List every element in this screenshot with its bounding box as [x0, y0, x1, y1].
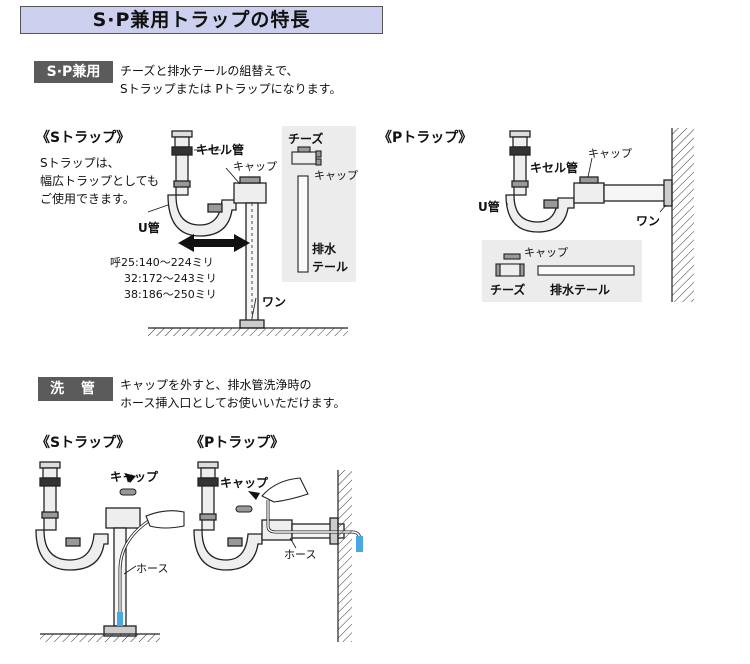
- p-trap-cap-label: キャップ: [588, 147, 632, 160]
- s-trap-parts-drawing: [291, 146, 322, 273]
- wash-p-cap-part: [235, 505, 253, 513]
- wash-p-hose-label: ホース: [284, 548, 317, 561]
- wash-s-hand: [145, 510, 185, 529]
- s-trap-dimension-arrow: [178, 234, 250, 252]
- p-trap-parts-cap-label: キャップ: [524, 246, 568, 259]
- s-trap-cap-label: キャップ: [233, 160, 277, 173]
- wash-p-wall: [338, 470, 352, 642]
- wash-s-water: [117, 612, 123, 626]
- s-trap-dim-line3: 38:186〜250ミリ: [124, 288, 217, 301]
- wash-s-floor-hatch: [40, 634, 160, 642]
- s-trap-heading: 《Sトラップ》: [36, 130, 131, 146]
- page-title: S·P兼用トラップの特長: [20, 6, 383, 34]
- wash-section-tag: 洗 管: [38, 377, 113, 401]
- p-trap-parts-cheese-label: チーズ: [490, 283, 526, 297]
- wash-s-heading: 《Sトラップ》: [36, 435, 131, 451]
- s-trap-parts-cap-label: キャップ: [314, 169, 358, 182]
- cap-removal-arrows: [124, 473, 260, 500]
- s-trap-note-line2: 幅広トラップとしても: [40, 174, 160, 188]
- p-trap-illustration: [505, 130, 673, 233]
- p-trap-heading: 《Pトラップ》: [378, 130, 473, 146]
- p-trap-u-pipe-label: U管: [478, 200, 500, 214]
- s-trap-note-line3: ご使用できます。: [40, 192, 135, 206]
- wash-p-cap-label: キャップ: [220, 476, 269, 490]
- wash-p-heading: 《Pトラップ》: [190, 435, 285, 451]
- s-trap-parts-tail-line2: テール: [312, 260, 349, 274]
- p-trap-parts-tail-label: 排水テール: [550, 283, 611, 297]
- wash-s-hose-label: ホース: [136, 562, 169, 575]
- wash-p-hand: [261, 477, 309, 503]
- wash-desc-line2: ホース挿入口としてお使いいただけます。: [120, 396, 346, 410]
- s-trap-kiseru-label: キセル管: [196, 143, 245, 157]
- s-trap-dim-line2: 32:172〜243ミリ: [124, 272, 217, 285]
- sp-desc-line1: チーズと排水テールの組替えで、: [120, 64, 299, 78]
- p-trap-wall: [672, 128, 694, 302]
- s-trap-floor-hatch: [148, 328, 348, 336]
- s-trap-dim-line1: 呼25:140〜224ミリ: [110, 256, 214, 269]
- s-trap-u-pipe-label: U管: [138, 221, 160, 235]
- s-trap-wan-label: ワン: [262, 295, 287, 309]
- sp-section-tag: S·P兼用: [34, 61, 113, 83]
- p-trap-wan-label: ワン: [636, 214, 661, 228]
- s-trap-note-line1: Sトラップは、: [40, 156, 120, 170]
- wash-s-cap-part: [119, 488, 137, 496]
- p-trap-kiseru-label: キセル管: [530, 161, 579, 175]
- s-trap-illustration: [167, 130, 267, 329]
- s-trap-parts-tail-line1: 排水: [312, 242, 337, 256]
- wash-p-water: [356, 536, 363, 552]
- p-trap-parts-drawing: [495, 253, 635, 277]
- wash-s-cap-label: キャップ: [110, 470, 159, 484]
- wash-desc-line1: キャップを外すと、排水管洗浄時の: [120, 378, 312, 392]
- sp-desc-line2: Sトラップまたは Pトラップになります。: [120, 82, 342, 96]
- s-trap-parts-cheese-label: チーズ: [288, 132, 324, 146]
